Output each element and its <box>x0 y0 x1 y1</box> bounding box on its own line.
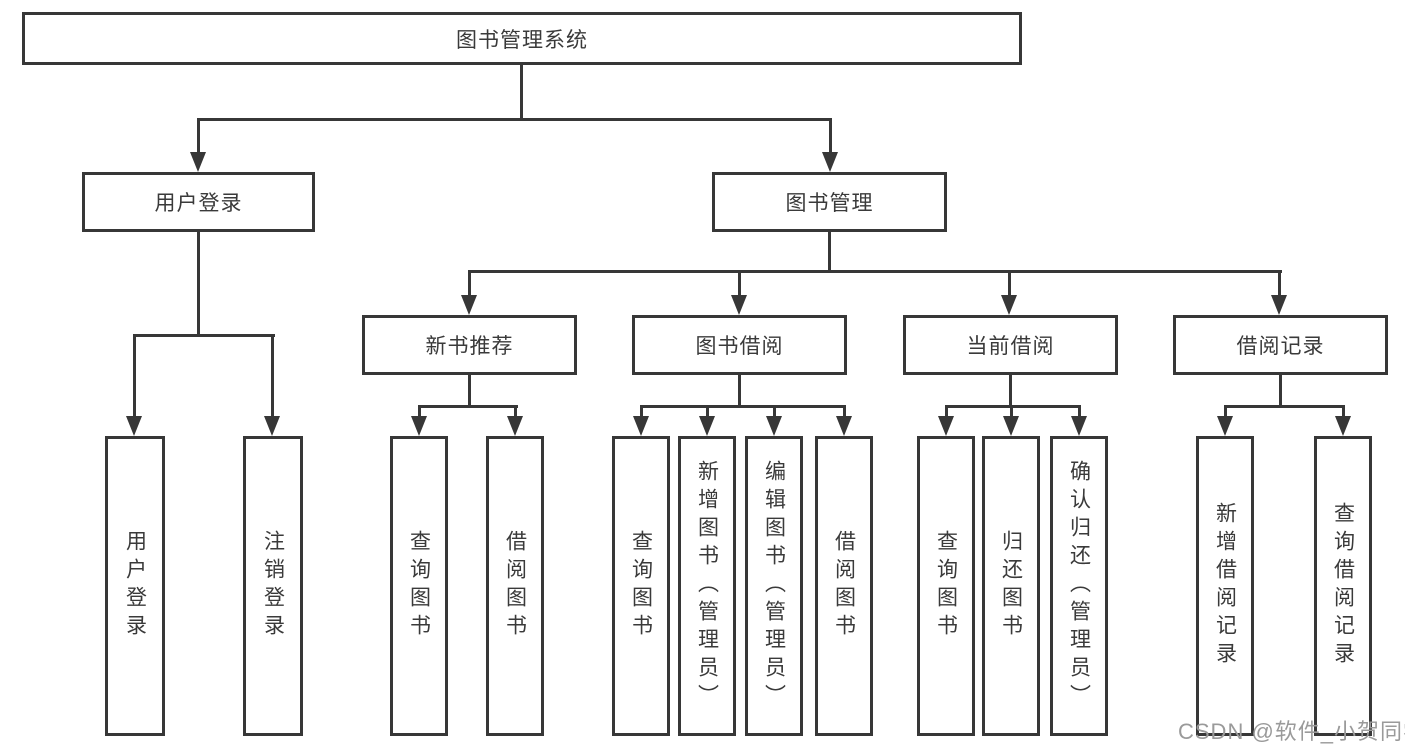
node-label: 查询图书 <box>934 530 958 642</box>
arrowhead-icon <box>126 416 142 436</box>
node-label: 归还图书 <box>999 530 1023 642</box>
connector-drop-book-mgmt <box>829 118 832 154</box>
connector-borrow-bar <box>640 405 845 408</box>
connector-drop <box>1010 405 1013 417</box>
arrowhead-icon <box>766 416 782 436</box>
connector-drop <box>706 405 709 417</box>
arrowhead-icon <box>1335 416 1351 436</box>
connector-bookmgmt-stem <box>828 232 831 272</box>
arrowhead-icon <box>1001 295 1017 315</box>
arrowhead-icon <box>1071 416 1087 436</box>
connector-borrow-stem <box>738 375 741 407</box>
node-label: 借阅图书 <box>503 530 527 642</box>
leaf-borrow-books-recommend: 借阅图书 <box>486 436 544 736</box>
connector-drop-new-book <box>468 270 471 298</box>
arrowhead-icon <box>1217 416 1233 436</box>
connector-drop-leaf-logout <box>271 334 274 418</box>
leaf-query-books-current: 查询图书 <box>917 436 975 736</box>
node-label: 图书管理 <box>785 192 874 215</box>
connector-drop <box>945 405 948 417</box>
leaf-return-books: 归还图书 <box>982 436 1040 736</box>
connector-record-stem <box>1279 375 1282 407</box>
node-current-borrowing: 当前借阅 <box>903 315 1118 375</box>
connector-userlogin-bar <box>133 334 275 337</box>
arrowhead-icon <box>938 416 954 436</box>
connector-current-stem <box>1009 375 1012 407</box>
connector-drop <box>1224 405 1227 417</box>
connector-record-bar <box>1224 405 1344 408</box>
node-label: 查询借阅记录 <box>1331 502 1355 670</box>
node-book-borrowing: 图书借阅 <box>632 315 847 375</box>
node-label: 编辑图书（管理员） <box>762 460 786 712</box>
node-book-management-group: 图书管理 <box>712 172 947 232</box>
node-label: 查询图书 <box>629 530 653 642</box>
leaf-query-books-recommend: 查询图书 <box>390 436 448 736</box>
arrowhead-icon <box>731 295 747 315</box>
connector-drop <box>843 405 846 417</box>
leaf-borrow-books: 借阅图书 <box>815 436 873 736</box>
arrowhead-icon <box>822 152 838 172</box>
node-label: 用户登录 <box>123 530 147 642</box>
arrowhead-icon <box>190 152 206 172</box>
leaf-query-borrow-record: 查询借阅记录 <box>1314 436 1372 736</box>
leaf-add-borrow-record: 新增借阅记录 <box>1196 436 1254 736</box>
node-label: 借阅记录 <box>1236 335 1325 358</box>
arrowhead-icon <box>507 416 523 436</box>
node-label: 图书管理系统 <box>456 28 588 52</box>
arrowhead-icon <box>1271 295 1287 315</box>
node-library-system-root: 图书管理系统 <box>22 12 1022 65</box>
node-borrowing-records: 借阅记录 <box>1173 315 1388 375</box>
arrowhead-icon <box>461 295 477 315</box>
node-label: 图书借阅 <box>695 335 784 358</box>
connector-drop <box>1342 405 1345 417</box>
node-label: 用户登录 <box>154 192 243 215</box>
connector-userlogin-stem <box>197 232 200 336</box>
arrowhead-icon <box>836 416 852 436</box>
connector-drop-user-login <box>197 118 200 154</box>
connector-drop <box>514 405 517 417</box>
connector-drop <box>1078 405 1081 417</box>
connector-newbook-bar <box>418 405 518 408</box>
node-label: 新增图书（管理员） <box>695 460 719 712</box>
connector-drop-current <box>1008 270 1011 298</box>
connector-drop <box>418 405 421 417</box>
connector-root-stem <box>520 65 523 120</box>
node-label: 查询图书 <box>407 530 431 642</box>
node-label: 确认归还（管理员） <box>1067 460 1091 712</box>
node-label: 当前借阅 <box>966 335 1055 358</box>
connector-drop-record <box>1278 270 1281 298</box>
arrowhead-icon <box>633 416 649 436</box>
leaf-logout: 注销登录 <box>243 436 303 736</box>
leaf-edit-books-admin: 编辑图书（管理员） <box>745 436 803 736</box>
arrowhead-icon <box>1003 416 1019 436</box>
leaf-query-books-borrowing: 查询图书 <box>612 436 670 736</box>
leaf-user-login: 用户登录 <box>105 436 165 736</box>
node-label: 新书推荐 <box>425 335 514 358</box>
arrowhead-icon <box>699 416 715 436</box>
node-new-book-recommend: 新书推荐 <box>362 315 577 375</box>
connector-newbook-stem <box>468 375 471 407</box>
node-label: 新增借阅记录 <box>1213 502 1237 670</box>
node-label: 借阅图书 <box>832 530 856 642</box>
connector-drop <box>640 405 643 417</box>
connector-bookmgmt-bar <box>468 270 1282 273</box>
arrowhead-icon <box>264 416 280 436</box>
node-user-login-group: 用户登录 <box>82 172 315 232</box>
node-label: 注销登录 <box>261 530 285 642</box>
connector-root-bar <box>197 118 832 121</box>
csdn-watermark: CSDN @软件_小贺同学 <box>1178 719 1405 744</box>
connector-drop <box>773 405 776 417</box>
arrowhead-icon <box>411 416 427 436</box>
leaf-add-books-admin: 新增图书（管理员） <box>678 436 736 736</box>
connector-drop-leaf-login <box>133 334 136 418</box>
connector-drop-borrow <box>738 270 741 298</box>
leaf-confirm-return-admin: 确认归还（管理员） <box>1050 436 1108 736</box>
